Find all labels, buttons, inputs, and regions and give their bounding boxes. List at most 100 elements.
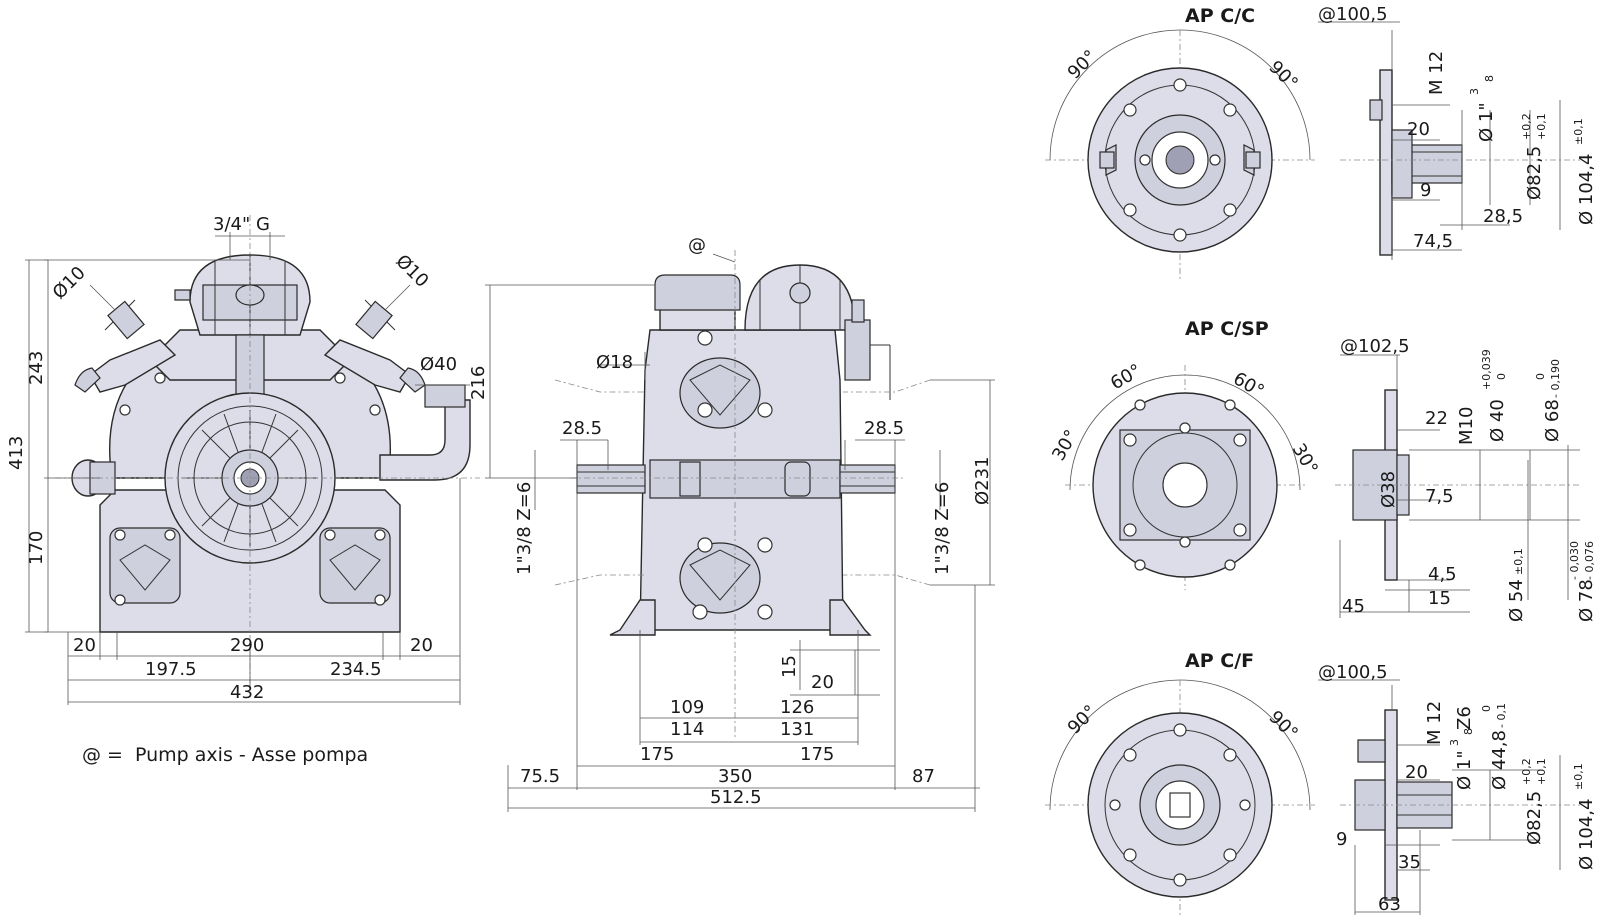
dim-w20-right: 20: [410, 635, 433, 656]
apcf-d44-tol-up: 0: [1480, 705, 1493, 712]
dim-d231: Ø231: [972, 456, 993, 505]
ap-cf-title: AP C/F: [1185, 650, 1254, 672]
apcc-d82-tol-dn: +0,1: [1535, 113, 1548, 140]
apcsp-d38: Ø38: [1378, 471, 1399, 508]
dim-thread-34g: 3/4" G: [213, 214, 270, 235]
apcf-w35: 35: [1398, 852, 1421, 873]
apcf-w20: 20: [1405, 762, 1428, 783]
dim-w234: 234.5: [330, 659, 382, 680]
apcsp-d68: Ø 68: [1542, 399, 1563, 442]
dim-h15: 15: [779, 655, 800, 678]
dim-w126: 126: [780, 697, 814, 718]
dim-w175-left: 175: [640, 744, 674, 765]
apcsp-angle-far-right: 30°: [1288, 440, 1322, 478]
dim-w109: 109: [670, 697, 704, 718]
front-view: 3/4" G Ø10 Ø10 Ø40 413 243 170 20 290 20…: [6, 214, 480, 705]
apcsp-w45: 45: [1342, 596, 1365, 617]
apcsp-w15: 15: [1428, 588, 1451, 609]
apcsp-d40-tol-up: +0,039: [1480, 349, 1493, 390]
dim-w114: 114: [670, 719, 704, 740]
apcsp-d40: Ø 40: [1487, 399, 1508, 442]
dim-shaft-right: 1"3/8 Z=6: [932, 482, 953, 575]
apcc-w74: 74,5: [1413, 231, 1453, 252]
apcsp-d68-tol-up: 0: [1534, 373, 1547, 380]
apcc-axis: @100,5: [1318, 4, 1388, 25]
ap-cc-view: AP C/C: [1045, 4, 1597, 280]
dim-axis-at: @: [688, 235, 706, 256]
ap-cc-title: AP C/C: [1185, 5, 1255, 27]
dim-w512: 512.5: [710, 787, 762, 808]
dim-d18: Ø18: [596, 352, 633, 373]
apcsp-d78-tol-dn: - 0,076: [1583, 541, 1596, 580]
apcf-m12: M 12: [1424, 701, 1445, 745]
legend-text: Pump axis - Asse pompa: [135, 744, 368, 766]
apcsp-w22: 22: [1425, 408, 1448, 429]
apcf-d82: Ø82,5: [1524, 791, 1545, 845]
apcf-frac-den: 8: [1462, 728, 1475, 735]
apcc-thread: Ø 1": [1476, 102, 1497, 142]
apcf-frac-num: 3: [1448, 739, 1461, 746]
apcc-d82-tol-up: +0,2: [1520, 113, 1533, 140]
dim-s28-left: 28.5: [562, 418, 602, 439]
apcsp-angle-far-left: 30°: [1048, 426, 1082, 464]
apcf-d82-tol-up: +0,2: [1520, 758, 1533, 785]
ap-cf-view: AP C/F: [1045, 650, 1597, 915]
dim-w20-left: 20: [73, 635, 96, 656]
dim-h216: 216: [468, 366, 489, 400]
apcf-thread: Ø 1": [1454, 750, 1475, 790]
apcsp-m10: M10: [1456, 407, 1477, 445]
side-view: @ Ø18 216 28.5 28.5 1"3/8 Z=6 1"3/8 Z=6 …: [468, 235, 995, 812]
apcc-w9: 9: [1420, 180, 1431, 201]
dim-d10-right: Ø10: [391, 251, 432, 292]
apcsp-angle-left: 60°: [1107, 360, 1145, 394]
dim-w87: 87: [912, 766, 935, 787]
apcsp-d40-tol-dn: 0: [1495, 373, 1508, 380]
apcf-d44-tol-dn: - 0,1: [1495, 703, 1508, 728]
apcf-angle-right: 90°: [1264, 707, 1301, 744]
ap-csp-title: AP C/SP: [1185, 318, 1269, 340]
apcc-d104-tol: ±0,1: [1572, 118, 1585, 145]
apcc-frac-den: 8: [1483, 75, 1496, 82]
ap-csp-view: AP C/SP: [1048, 318, 1597, 622]
legend-symbol: @ =: [82, 744, 123, 766]
apcf-d82-tol-dn: +0,1: [1535, 758, 1548, 785]
apcf-w63: 63: [1378, 894, 1401, 915]
apcsp-d78: Ø 78: [1576, 579, 1597, 622]
dim-w175-right: 175: [800, 744, 834, 765]
apcsp-w7: 7,5: [1425, 486, 1454, 507]
dim-w20-foot: 20: [811, 672, 834, 693]
dim-w131: 131: [780, 719, 814, 740]
apcsp-w4: 4,5: [1428, 564, 1457, 585]
apcsp-d78-tol-up: - 0,030: [1568, 541, 1581, 580]
apcf-d44: Ø 44,8: [1489, 730, 1510, 790]
apcc-d104: Ø 104,4: [1576, 154, 1597, 225]
apcc-frac-num: 3: [1468, 88, 1481, 95]
front-lower-details: [109, 527, 391, 606]
apcc-m12: M 12: [1426, 51, 1447, 95]
legend: @ = Pump axis - Asse pompa: [82, 744, 368, 766]
apcf-angle-left: 90°: [1064, 701, 1101, 738]
dim-w432: 432: [230, 682, 264, 703]
dim-h413: 413: [6, 436, 27, 470]
dim-h170: 170: [26, 531, 47, 565]
apcc-w20: 20: [1407, 119, 1430, 140]
apcf-d104-tol: ±0,1: [1572, 763, 1585, 790]
apcc-w28: 28,5: [1483, 206, 1523, 227]
apcsp-angle-right: 60°: [1230, 368, 1268, 402]
dim-d40: Ø40: [420, 354, 457, 375]
apcf-axis: @100,5: [1318, 662, 1388, 683]
apcsp-axis: @102,5: [1340, 336, 1410, 357]
apcsp-d68-tol-dn: - 0,190: [1549, 359, 1562, 398]
dim-w197: 197.5: [145, 659, 197, 680]
apcc-d82: Ø82,5: [1524, 146, 1545, 200]
dim-s28-right: 28.5: [864, 418, 904, 439]
apcsp-d54: Ø 54: [1506, 579, 1527, 622]
apcf-d104: Ø 104,4: [1576, 799, 1597, 870]
apcsp-d54-tol: ±0,1: [1512, 548, 1525, 575]
dim-d10-left: Ø10: [49, 262, 90, 303]
apcc-angle-left: 90°: [1064, 46, 1101, 83]
dim-w75: 75.5: [520, 766, 560, 787]
dim-w350: 350: [718, 766, 752, 787]
apcc-angle-right: 90°: [1264, 57, 1301, 94]
